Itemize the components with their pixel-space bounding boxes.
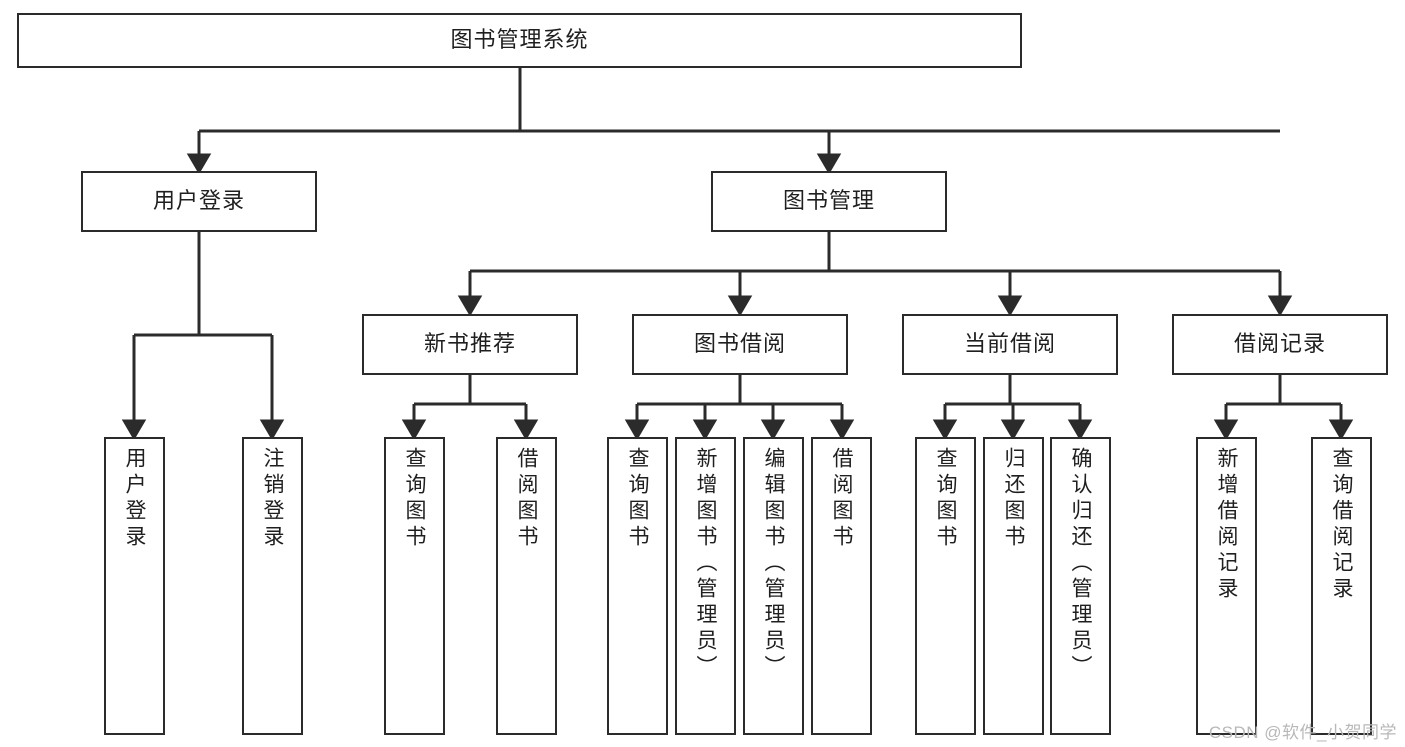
leaf-current-return-book[interactable]: 归还图书 <box>983 437 1044 735</box>
leaf-borrow-edit-book-admin[interactable]: 编辑图书（管理员） <box>743 437 804 735</box>
node-label: 用户登录 <box>152 188 245 214</box>
node-label: 查询图书 <box>403 447 427 551</box>
node-label: 注销登录 <box>261 447 285 551</box>
leaf-record-add-record[interactable]: 新增借阅记录 <box>1196 437 1257 735</box>
node-label: 借阅记录 <box>1233 331 1326 357</box>
node-label: 用户登录 <box>123 447 147 551</box>
node-label: 借阅图书 <box>830 447 854 551</box>
node-label: 查询图书 <box>934 447 958 551</box>
leaf-borrow-add-book-admin[interactable]: 新增图书（管理员） <box>675 437 736 735</box>
leaf-newbook-query-book[interactable]: 查询图书 <box>384 437 445 735</box>
node-book-management[interactable]: 图书管理 <box>711 171 947 232</box>
node-borrow-record[interactable]: 借阅记录 <box>1172 314 1388 375</box>
node-label: 图书管理 <box>782 188 875 214</box>
node-label: 图书管理系统 <box>450 27 589 53</box>
node-label: 新增借阅记录 <box>1215 447 1239 603</box>
leaf-borrow-borrow-book[interactable]: 借阅图书 <box>811 437 872 735</box>
leaf-record-query-record[interactable]: 查询借阅记录 <box>1311 437 1372 735</box>
leaf-current-query-book[interactable]: 查询图书 <box>915 437 976 735</box>
node-label: 新书推荐 <box>423 331 516 357</box>
watermark-text: CSDN @软件_小贺同学 <box>1208 723 1397 742</box>
node-label: 确认归还（管理员） <box>1069 447 1093 681</box>
leaf-user-logout[interactable]: 注销登录 <box>242 437 303 735</box>
node-label: 图书借阅 <box>693 331 786 357</box>
node-current-borrow[interactable]: 当前借阅 <box>902 314 1118 375</box>
node-root-system[interactable]: 图书管理系统 <box>17 13 1022 68</box>
node-label: 借阅图书 <box>515 447 539 551</box>
node-new-book-recommend[interactable]: 新书推荐 <box>362 314 578 375</box>
node-label: 当前借阅 <box>963 331 1056 357</box>
leaf-current-confirm-return-admin[interactable]: 确认归还（管理员） <box>1050 437 1111 735</box>
leaf-user-login[interactable]: 用户登录 <box>104 437 165 735</box>
leaf-newbook-borrow-book[interactable]: 借阅图书 <box>496 437 557 735</box>
node-label: 查询图书 <box>626 447 650 551</box>
node-book-borrow[interactable]: 图书借阅 <box>632 314 848 375</box>
node-label: 查询借阅记录 <box>1330 447 1354 603</box>
node-label: 编辑图书（管理员） <box>762 447 786 681</box>
node-label: 归还图书 <box>1002 447 1026 551</box>
node-label: 新增图书（管理员） <box>694 447 718 681</box>
leaf-borrow-query-book[interactable]: 查询图书 <box>607 437 668 735</box>
node-user-login[interactable]: 用户登录 <box>81 171 317 232</box>
